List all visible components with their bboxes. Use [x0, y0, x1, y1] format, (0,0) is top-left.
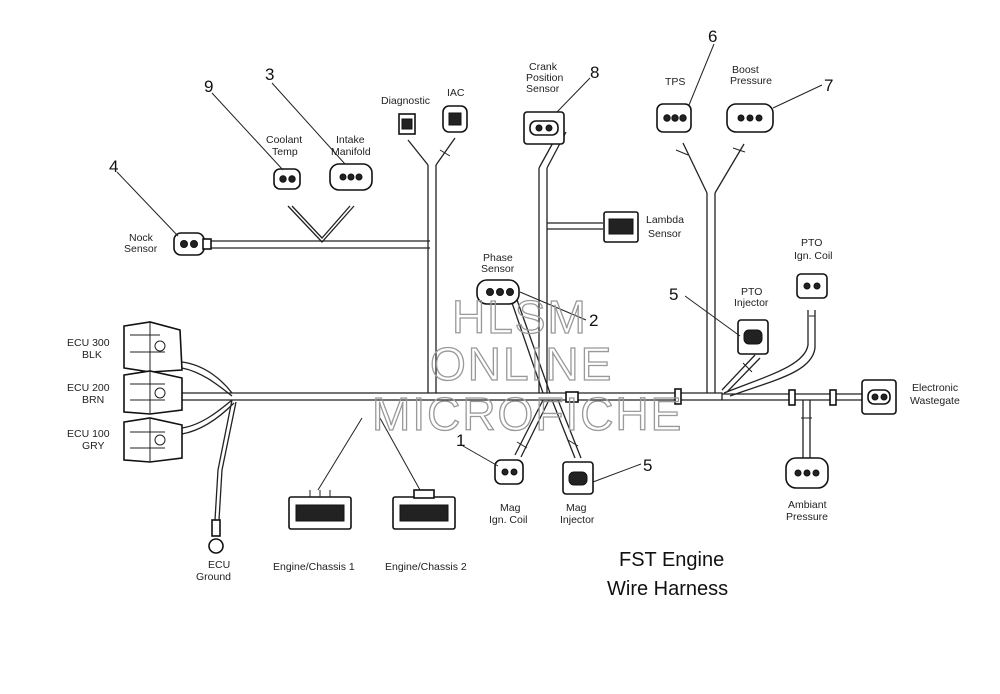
watermark-line-3: MICROFICHE: [372, 388, 683, 440]
mag-injector-label-2: Injector: [560, 514, 595, 526]
ecu-100-connector: [123, 417, 183, 463]
connectors: [123, 103, 897, 554]
harness-wires: [181, 129, 862, 521]
ambient-pressure-connector: [785, 457, 829, 489]
boost-pressure-label: Boost: [732, 64, 759, 76]
ecu-100-color: GRY: [82, 440, 105, 452]
mag-ign-coil-label: Mag: [500, 502, 521, 514]
callout-8: 8: [590, 63, 599, 82]
ambient-pressure-label-2: Pressure: [786, 511, 828, 523]
boost-pressure-label-2: Pressure: [730, 75, 772, 87]
phase-sensor-label: Phase: [483, 252, 513, 264]
diagnostic-connector: [398, 113, 416, 135]
lambda-label: Lambda: [646, 214, 684, 226]
engine-chassis-1-label: Engine/Chassis 1: [273, 561, 355, 573]
iac-label: IAC: [447, 87, 465, 99]
intake-manifold-label: Intake: [336, 134, 365, 146]
pto-ign-coil-connector: [796, 273, 828, 299]
knock-sensor-connector: [173, 232, 212, 256]
pto-ign-coil-label: PTO: [801, 237, 822, 249]
callout-4: 4: [109, 157, 118, 176]
coolant-temp-label-2: Temp: [272, 146, 298, 158]
knock-sensor-label: Nock: [129, 232, 154, 244]
callout-9: 9: [204, 77, 213, 96]
pto-injector-label-2: Injector: [734, 297, 769, 309]
mag-ign-coil-label-2: Ign. Coil: [489, 514, 528, 526]
callout-1: 1: [456, 431, 465, 450]
mag-ign-coil-connector: [494, 459, 524, 485]
lambda-label-2: Sensor: [648, 228, 682, 240]
watermark-line-1: HLSM: [452, 291, 588, 343]
ecu-300-color: BLK: [82, 349, 102, 361]
ecu-ground-label-2: Ground: [196, 571, 231, 583]
ecu-200-connector: [123, 370, 183, 415]
ecu-300-label: ECU 300: [67, 337, 110, 349]
lambda-sensor-connector: [603, 211, 639, 243]
ecu-ground-label: ECU: [208, 559, 230, 571]
crank-position-label: Crank: [529, 61, 558, 73]
coolant-temp-label: Coolant: [266, 134, 302, 146]
phase-sensor-label-2: Sensor: [481, 263, 515, 275]
intake-manifold-label-2: Manifold: [331, 146, 371, 158]
mag-injector-connector: [562, 461, 594, 495]
callout-2: 2: [589, 311, 598, 330]
diagnostic-label: Diagnostic: [381, 95, 430, 107]
ambient-pressure-label: Ambiant: [788, 499, 827, 511]
watermark-line-2: ONLINE: [430, 338, 613, 390]
knock-sensor-label-2: Sensor: [124, 243, 158, 255]
electronic-wastegate-label-2: Wastegate: [910, 395, 960, 407]
electronic-wastegate-label: Electronic: [912, 382, 958, 394]
boost-pressure-connector: [726, 103, 774, 133]
component-labels: ECU 300 BLK ECU 200 BRN ECU 100 GRY ECU …: [67, 61, 960, 583]
pto-injector-connector: [737, 319, 769, 355]
ecu-ground-terminal: [208, 519, 224, 554]
intake-manifold-connector: [329, 163, 373, 191]
callout-3: 3: [265, 65, 274, 84]
callout-7: 7: [824, 76, 833, 95]
electronic-wastegate-connector: [861, 379, 897, 415]
callout-5-pto: 5: [669, 285, 678, 304]
callout-6: 6: [708, 27, 717, 46]
engine-chassis-1-connector: [288, 490, 352, 530]
iac-connector: [442, 105, 468, 133]
crank-position-label-3: Sensor: [526, 83, 560, 95]
ecu-100-label: ECU 100: [67, 428, 110, 440]
crank-position-connector: [523, 111, 565, 145]
phase-sensor-connector: [476, 279, 520, 305]
ecu-200-label: ECU 200: [67, 382, 110, 394]
mag-injector-label: Mag: [566, 502, 587, 514]
diagram-title: FST Engine Wire Harness: [607, 549, 728, 600]
title-line-2: Wire Harness: [607, 578, 728, 600]
pto-injector-label: PTO: [741, 286, 762, 298]
ecu-200-color: BRN: [82, 394, 104, 406]
tps-label: TPS: [665, 76, 685, 88]
callout-5-mag: 5: [643, 456, 652, 475]
crank-position-label-2: Position: [526, 72, 564, 84]
callout-numbers: 1 2 3 4 5 5 6 7 8 9: [109, 27, 833, 475]
pto-ign-coil-label-2: Ign. Coil: [794, 250, 833, 262]
engine-chassis-2-label: Engine/Chassis 2: [385, 561, 467, 573]
tps-connector: [656, 103, 692, 133]
engine-chassis-2-connector: [392, 489, 456, 530]
title-line-1: FST Engine: [619, 549, 724, 571]
callout-leaders: [116, 43, 823, 483]
ecu-300-connector: [123, 321, 183, 373]
coolant-temp-connector: [273, 168, 301, 190]
watermark: HLSM ONLINE MICROFICHE: [371, 290, 683, 440]
